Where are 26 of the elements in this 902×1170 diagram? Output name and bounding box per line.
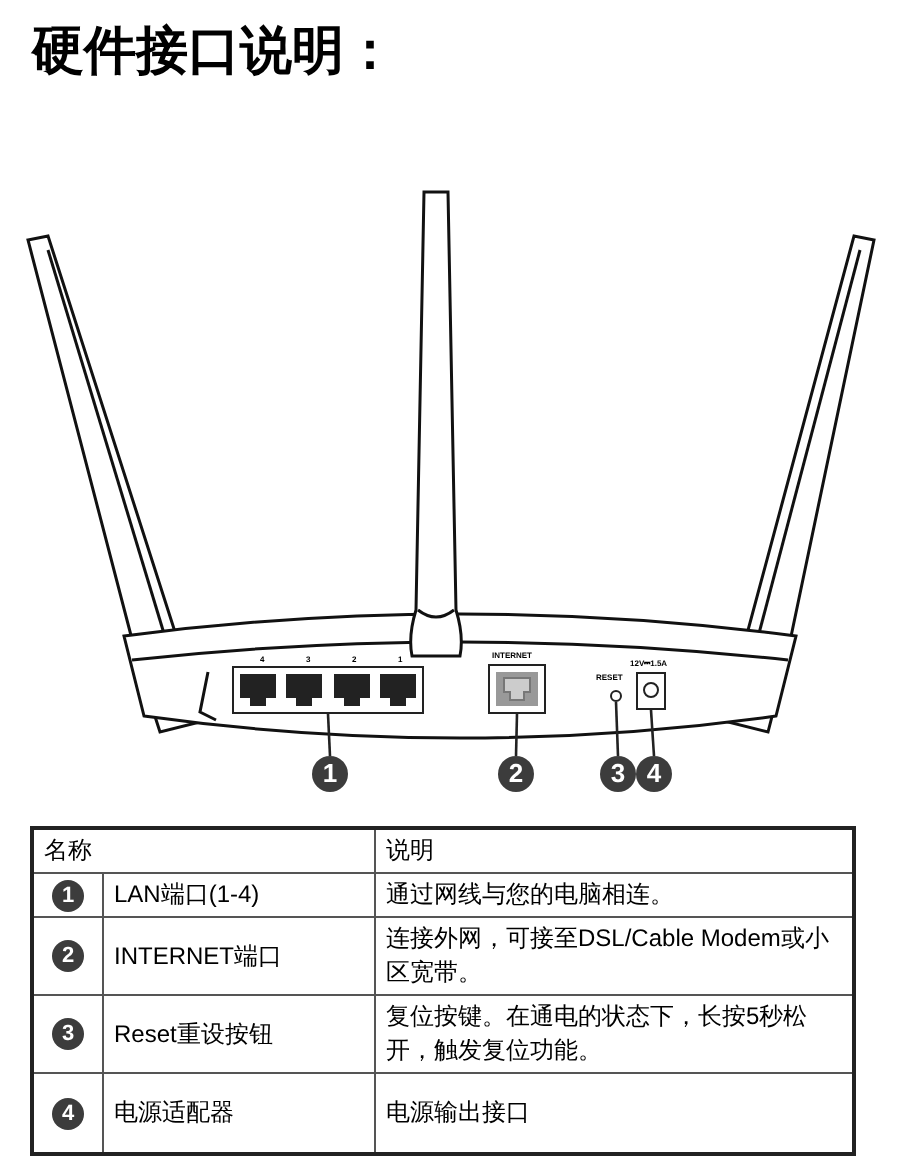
lan-ports xyxy=(232,666,424,714)
leader-line xyxy=(614,701,620,757)
table-cell: INTERNET端口 xyxy=(114,941,282,969)
table-cell: 电源输出接口 xyxy=(386,1097,530,1126)
leader-line xyxy=(326,713,332,757)
table-cell: 名称 xyxy=(44,836,92,864)
callout-number: 1 xyxy=(312,756,348,792)
callout-number: 3 xyxy=(52,1018,84,1051)
callout-number: 4 xyxy=(52,1097,84,1130)
power-jack xyxy=(636,672,666,710)
callout-number: 3 xyxy=(600,756,636,792)
table-cell: 说明 xyxy=(386,836,434,864)
callout-number: 2 xyxy=(498,756,534,792)
table-cell: 连接外网，可接至DSL/Cable Modem或小区宽带。 xyxy=(386,924,829,986)
leader-line xyxy=(649,709,656,757)
internet-port xyxy=(488,664,546,714)
table-cell: LAN端口(1-4) xyxy=(114,880,260,908)
table-cell: 通过网线与您的电脑相连。 xyxy=(386,880,674,908)
table-cell: Reset重设按钮 xyxy=(114,1019,273,1047)
table-cell: 电源适配器 xyxy=(114,1097,234,1126)
table-cell: 复位按键。在通电的状态下，长按5秒松开，触发复位功能。 xyxy=(386,1002,808,1064)
page-title: 硬件接口说明： xyxy=(32,18,396,84)
leader-line xyxy=(514,713,519,757)
callout-number: 1 xyxy=(52,879,84,912)
callout-number: 2 xyxy=(52,940,84,973)
callout-number: 4 xyxy=(636,756,672,792)
